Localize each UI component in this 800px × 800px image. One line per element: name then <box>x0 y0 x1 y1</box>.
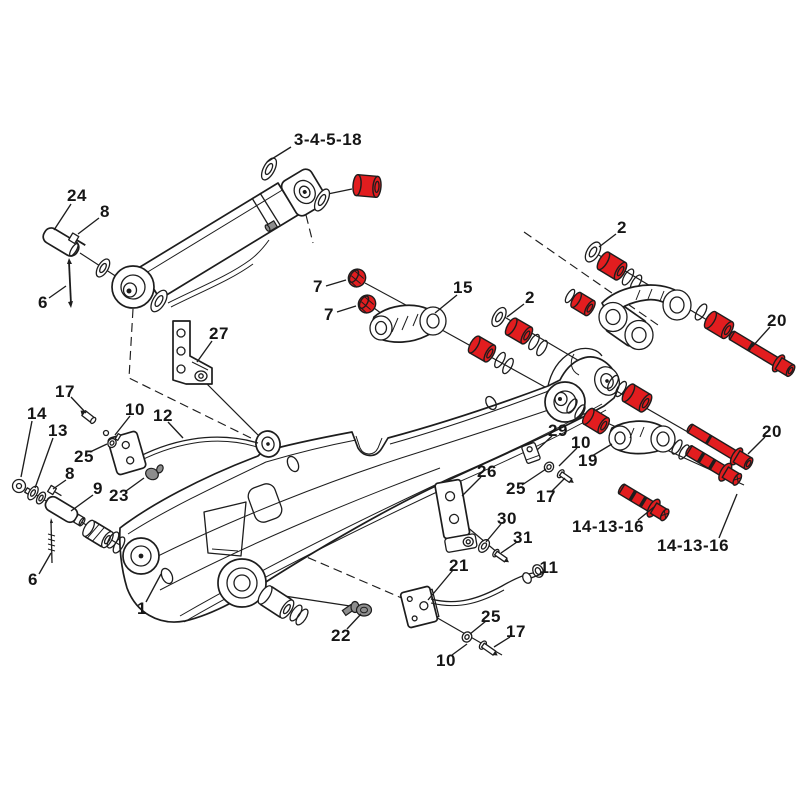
rod-end-hardware <box>260 157 382 212</box>
nuts-7 <box>347 268 377 314</box>
leader-line-29 <box>536 435 553 451</box>
pin-9 <box>44 495 86 527</box>
leader-line-31 <box>500 541 518 554</box>
link-assembly-lower-right <box>521 374 754 522</box>
leader-line-13 <box>34 437 54 489</box>
pin-14-13-16-lower-highlighted <box>617 483 670 522</box>
foot-bushing <box>257 585 295 619</box>
washer-13a <box>27 485 39 501</box>
leader-line-22 <box>346 613 362 630</box>
leader-line-6-top <box>48 285 67 299</box>
bushing-left-highlighted <box>570 291 596 317</box>
leader-line-23 <box>125 477 145 492</box>
clamp-29 <box>521 442 541 464</box>
bracket-26-group <box>434 478 510 563</box>
grease-fitting-23 <box>145 464 164 481</box>
leader-line-14-13-16-left <box>637 506 655 521</box>
leader-line-10-bottom <box>451 643 468 656</box>
bolt-20-upper-highlighted <box>728 330 796 378</box>
leader-lines <box>20 146 771 656</box>
leader-line-26 <box>461 476 482 497</box>
leader-line-17-top-left <box>70 396 87 414</box>
stud-6-top <box>68 261 72 305</box>
leader-line-19 <box>591 443 613 457</box>
bushing-18-highlighted <box>352 173 382 199</box>
fitting-22 <box>341 600 373 617</box>
leader-line-24 <box>53 203 72 231</box>
leader-line-10-left <box>114 415 131 436</box>
leader-line-8-lower <box>52 479 67 490</box>
pin-14-13-16-upper-highlighted <box>685 445 743 486</box>
bolt-20-lower-highlighted <box>686 423 754 471</box>
bracket-12-mount <box>107 430 147 476</box>
link-15 <box>369 304 447 343</box>
leader-line-11 <box>530 572 545 579</box>
leader-line-3-4-5-18 <box>266 146 292 163</box>
stud-6-lower <box>50 520 53 564</box>
washer-13b <box>35 491 47 505</box>
leader-line-1 <box>145 573 162 603</box>
bolt-17-top-left <box>80 410 97 425</box>
bracket-26 <box>434 478 478 553</box>
ball-stud-14 <box>11 478 27 494</box>
leader-line-15 <box>434 294 458 314</box>
grease-line-12-group <box>80 410 259 481</box>
leader-line-17-bottom <box>493 636 511 648</box>
leader-line-6-lower <box>38 552 52 575</box>
bushing-20-side-highlighted <box>703 310 735 340</box>
leader-line-20-upper <box>751 326 771 348</box>
bushing-2b-highlighted <box>504 317 534 345</box>
bushing-right-highlighted <box>596 251 628 281</box>
leader-line-21 <box>427 569 454 601</box>
link-assembly-right <box>564 241 796 378</box>
bushing-lower-a-highlighted <box>621 383 653 413</box>
bracket-21 <box>399 585 440 629</box>
leader-line-8-top <box>77 217 100 235</box>
bolt-17-right <box>556 469 574 484</box>
leader-line-7-upper <box>325 279 347 287</box>
leader-line-10-right <box>558 447 578 467</box>
boom-foot-hardware <box>11 478 126 564</box>
boom-weldment <box>118 347 620 626</box>
leader-line-27 <box>196 340 213 363</box>
leader-line-30 <box>485 523 502 543</box>
bushing-2-highlighted <box>467 335 497 363</box>
bolt-17-bottom <box>478 640 498 656</box>
tube-11-group <box>399 564 544 656</box>
bushing-chain-center <box>467 306 548 375</box>
leader-line-7-lower <box>336 305 357 313</box>
washer-30 <box>477 539 491 553</box>
bushing-lower-b-highlighted <box>581 407 611 435</box>
nut-25-left <box>107 437 117 449</box>
leader-line-25-left <box>89 443 108 453</box>
nut-25-right <box>543 461 555 473</box>
cylinder-fitting <box>264 220 279 233</box>
leader-line-25-right <box>521 468 547 486</box>
bracket-27 <box>172 320 213 385</box>
pin-24-group <box>42 227 111 308</box>
nut-25-bottom <box>461 631 473 643</box>
bolt-8-top <box>68 232 86 246</box>
leader-line-25-bottom <box>469 620 487 635</box>
leader-line-12 <box>167 421 184 439</box>
leader-line-2-right <box>598 233 617 248</box>
leader-line-17-right <box>550 477 566 493</box>
leader-line-9 <box>70 494 94 512</box>
hydraulic-cylinder <box>111 168 327 313</box>
leader-line-14 <box>20 420 33 478</box>
leader-line-2-center <box>506 303 525 318</box>
bushing-white-9 <box>82 519 114 549</box>
leader-line-14-13-16-right <box>718 493 738 539</box>
pin-24 <box>42 227 80 257</box>
nut-7-lower <box>357 294 377 314</box>
bolt-31 <box>492 548 510 563</box>
nut-7-upper <box>347 268 367 288</box>
leader-line-20-lower <box>747 436 766 455</box>
